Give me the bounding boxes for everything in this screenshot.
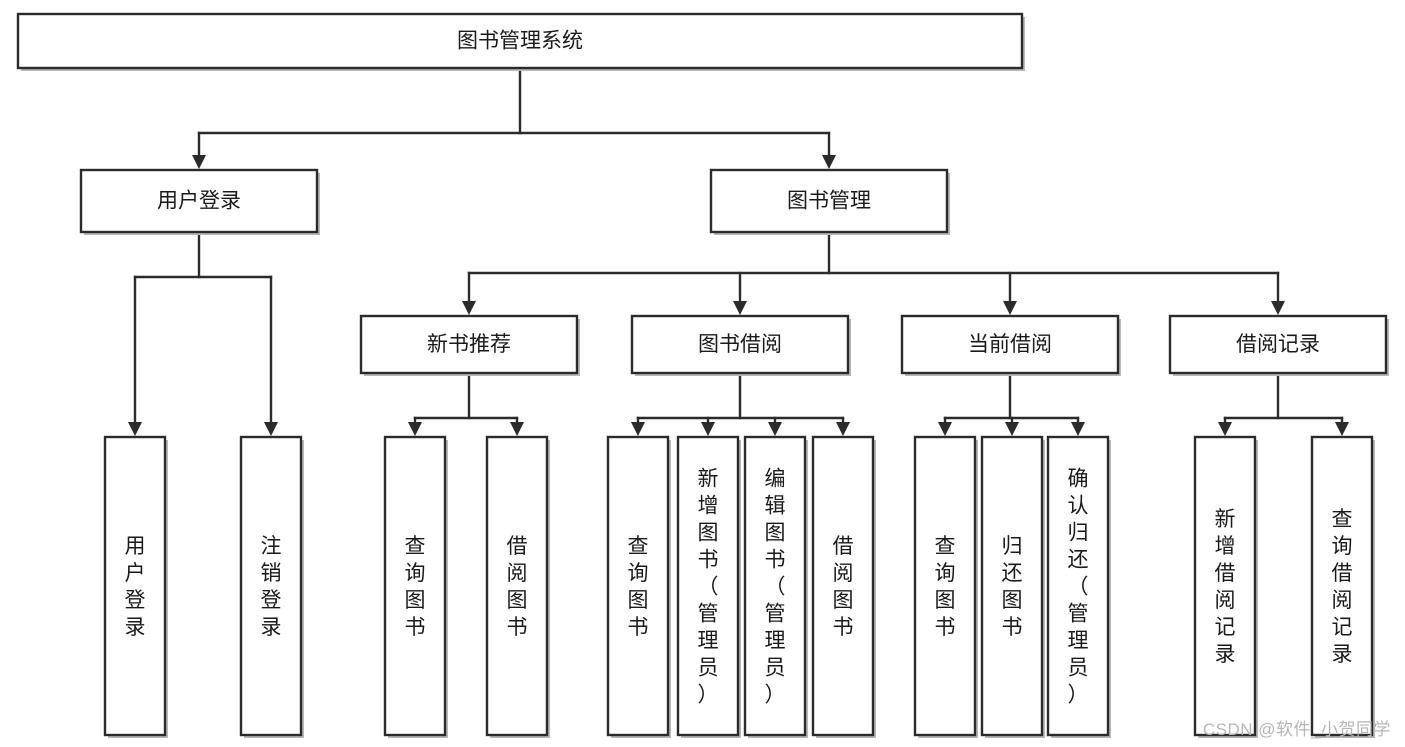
node-leaf-user-login[interactable]: 用户登录 [103,435,168,738]
node-current-borrow[interactable]: 当前借阅 [900,314,1121,376]
node-layer: 图书管理系统用户登录图书管理新书推荐图书借阅当前借阅借阅记录用户登录注销登录查询… [16,12,1389,738]
node-leaf-logout[interactable]: 注销登录 [239,435,304,738]
arrow-head-icon [462,301,476,315]
node-book-borrow[interactable]: 图书借阅 [630,314,851,376]
node-label: 查询图书 [405,535,426,639]
arrow-head-icon [631,422,645,436]
node-label: 新增图书（管理员） [698,468,719,707]
node-leaf-query-book-recommend[interactable]: 查询图书 [383,435,448,738]
node-label: 新书推荐 [427,333,511,356]
node-label: 归还图书 [1002,535,1023,639]
node-leaf-add-borrow-record[interactable]: 新增借阅记录 [1193,435,1258,738]
node-label: 查询图书 [628,535,649,639]
node-leaf-confirm-return[interactable]: 确认归还（管理员） [1046,435,1111,738]
node-label: 确认归还（管理员） [1068,468,1089,707]
node-label: 图书借阅 [698,333,782,356]
node-label: 当前借阅 [968,333,1052,356]
node-root[interactable]: 图书管理系统 [16,12,1025,71]
node-label: 编辑图书（管理员） [765,468,786,707]
node-label: 查询借阅记录 [1332,508,1353,666]
arrow-head-icon [128,422,142,436]
node-leaf-add-book[interactable]: 新增图书（管理员） [676,435,741,738]
node-label: 图书管理系统 [457,30,583,53]
node-label: 新增借阅记录 [1215,508,1236,666]
arrow-head-icon [822,155,836,169]
arrow-head-icon [1005,422,1019,436]
arrow-head-icon [701,422,715,436]
node-label: 注销登录 [261,535,282,639]
node-label: 借阅记录 [1236,333,1320,356]
node-label: 用户登录 [125,535,146,639]
node-leaf-edit-book[interactable]: 编辑图书（管理员） [743,435,808,738]
node-leaf-query-book-current[interactable]: 查询图书 [913,435,978,738]
node-book-management[interactable]: 图书管理 [709,168,950,235]
arrow-head-icon [192,155,206,169]
arrow-head-icon [264,422,278,436]
arrow-head-icon [938,422,952,436]
node-leaf-return-book[interactable]: 归还图书 [980,435,1045,738]
arrow-head-icon [733,301,747,315]
node-leaf-borrow-book-recommend[interactable]: 借阅图书 [485,435,550,738]
arrow-head-icon [1003,301,1017,315]
arrow-head-icon [1218,422,1232,436]
node-leaf-borrow-book[interactable]: 借阅图书 [811,435,876,738]
arrow-head-icon [1335,422,1349,436]
node-label: 借阅图书 [507,535,528,639]
arrow-head-icon [1071,422,1085,436]
node-new-book-recommend[interactable]: 新书推荐 [359,314,580,376]
node-label: 查询图书 [935,535,956,639]
node-label: 用户登录 [157,190,241,213]
connector-layer [128,66,1349,436]
arrow-head-icon [408,422,422,436]
node-borrow-record[interactable]: 借阅记录 [1168,314,1389,376]
node-leaf-query-borrow-record[interactable]: 查询借阅记录 [1310,435,1375,738]
arrow-head-icon [768,422,782,436]
node-user-login[interactable]: 用户登录 [79,168,320,235]
node-leaf-query-book-borrow[interactable]: 查询图书 [606,435,671,738]
arrow-head-icon [1271,301,1285,315]
arrow-head-icon [836,422,850,436]
node-label: 图书管理 [787,190,871,213]
arrow-head-icon [510,422,524,436]
node-label: 借阅图书 [833,535,854,639]
